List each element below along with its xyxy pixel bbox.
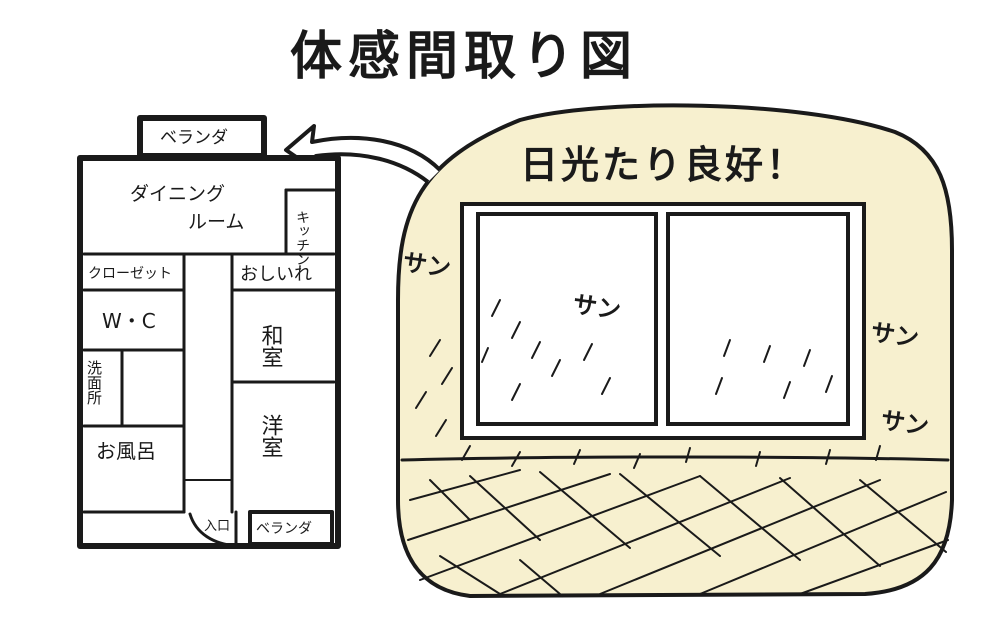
sun-sound-right-upper: サン xyxy=(869,318,920,352)
dining-label-line1: ダイニング xyxy=(130,183,225,205)
wc-label: W・C xyxy=(102,309,156,333)
page-title: 体感間取り図 xyxy=(290,27,638,87)
sun-rays xyxy=(415,339,881,469)
sun-sound-window: サン xyxy=(571,290,622,324)
bubble-headline: 日光たり良好！ xyxy=(520,143,807,187)
ofuro-label: お風呂 xyxy=(96,439,156,463)
dining-label-line2: ルーム xyxy=(188,211,244,233)
washroom-label: 洗面所 xyxy=(85,360,103,405)
floor-boards xyxy=(407,469,949,595)
kitchen-label: キッチン xyxy=(294,210,310,266)
entrance-label: 入口 xyxy=(204,519,230,534)
veranda-bottom xyxy=(248,510,334,546)
veranda-top xyxy=(137,115,267,159)
oshiire-label: おしいれ xyxy=(240,264,312,285)
glare-marks xyxy=(481,299,833,401)
sun-sound-right-lower: サン xyxy=(879,406,930,440)
youshitsu-label: 洋室 xyxy=(258,414,284,458)
veranda-bottom-label: ベランダ xyxy=(256,521,312,537)
bubble-tail xyxy=(284,124,442,184)
closet-label: クローゼット xyxy=(88,266,172,282)
washitsu-label: 和室 xyxy=(258,324,284,368)
veranda-top-label: ベランダ xyxy=(160,128,228,148)
sun-sound-left: サン xyxy=(401,248,452,282)
sunlight-bubble: 日光たり良好！ xyxy=(284,103,954,599)
floor-line xyxy=(400,455,950,462)
floor-plan xyxy=(77,115,341,549)
window xyxy=(460,202,866,440)
